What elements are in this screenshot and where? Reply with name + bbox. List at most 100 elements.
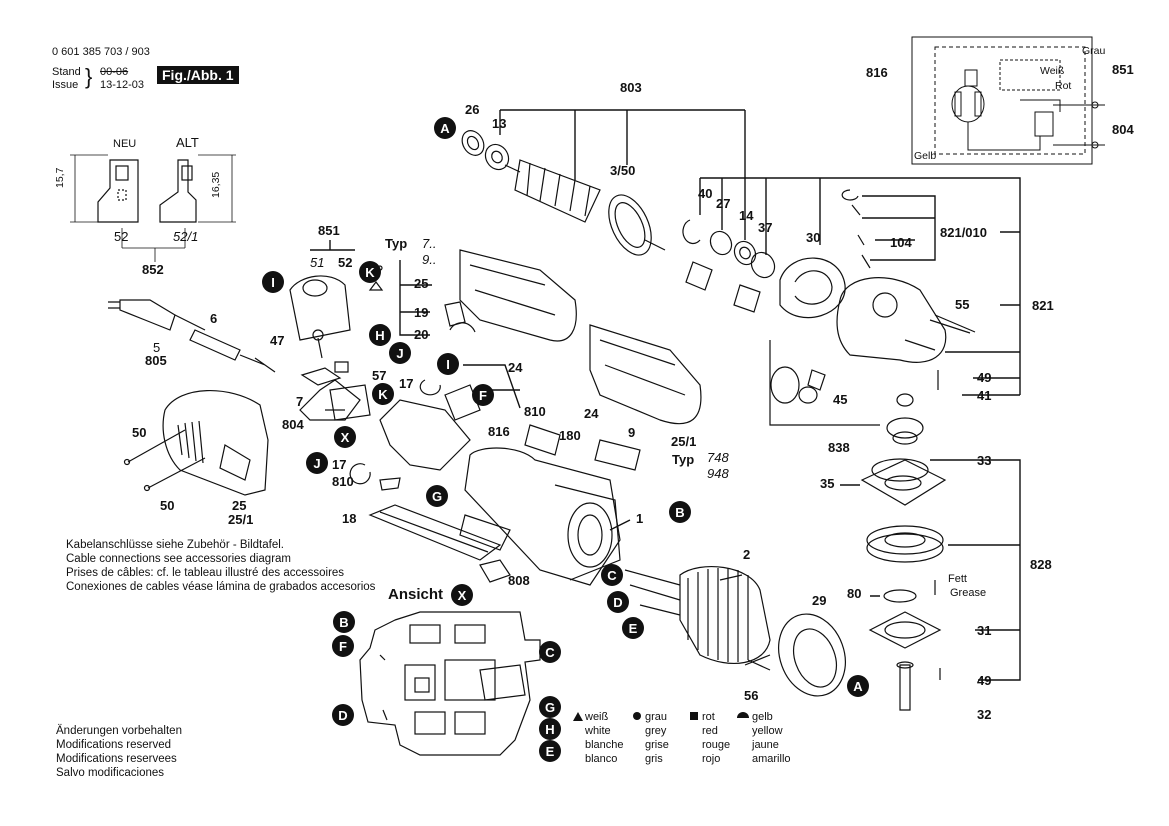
alt-label: ALT xyxy=(176,135,199,150)
part-80: 80 xyxy=(847,586,862,601)
part-852: 852 xyxy=(142,262,164,277)
part-26: 26 xyxy=(465,102,480,117)
dimension-lines xyxy=(70,154,236,262)
switch-parts-drawing xyxy=(300,265,384,421)
ansicht-label: Ansicht xyxy=(388,586,444,603)
part-49-bottom: 49 xyxy=(977,673,992,688)
svg-text:F: F xyxy=(339,639,347,654)
part-51: 51 xyxy=(310,255,325,270)
callout-d-x xyxy=(332,704,354,726)
part-821-010: 821/010 xyxy=(940,225,987,240)
part-851: 851 xyxy=(318,223,340,238)
part-40: 40 xyxy=(698,186,713,201)
wire-weiss: Weiß xyxy=(1040,65,1065,77)
part-803: 803 xyxy=(620,80,642,95)
part-804: 804 xyxy=(282,417,304,432)
cable-note: Kabelanschlüsse siehe Zubehör - Bildtafe… xyxy=(66,539,376,593)
typ-label-bottom: Typ xyxy=(672,452,695,467)
field-coil-drawing xyxy=(624,565,771,664)
part-27: 27 xyxy=(716,196,731,211)
callout-a-bottom xyxy=(847,675,869,697)
issue-label: Issue xyxy=(52,79,79,91)
callout-e-x xyxy=(539,740,561,762)
svg-text:X: X xyxy=(341,430,350,445)
typ-value-7: 7.. xyxy=(422,236,437,251)
part-2: 2 xyxy=(743,547,751,562)
typ-value-948: 948 xyxy=(707,466,729,481)
callout-c-x xyxy=(539,641,561,663)
gear-set-drawing xyxy=(769,340,924,445)
part-52-neu: 52 xyxy=(114,229,129,244)
part-5: 5 xyxy=(153,340,161,355)
part-30: 30 xyxy=(806,230,821,245)
legend-symbols xyxy=(573,712,749,721)
part-45: 45 xyxy=(833,392,848,407)
callout-g-center xyxy=(426,485,448,507)
callout-i-center xyxy=(437,353,459,375)
callout-c-right xyxy=(601,564,623,586)
callout-e-right xyxy=(622,617,644,639)
part-32: 32 xyxy=(977,707,992,722)
part-37: 37 xyxy=(758,220,773,235)
new-date: 13-12-03 xyxy=(100,79,145,91)
callout-x-ansicht xyxy=(451,584,473,606)
part-25: 25 xyxy=(414,276,429,291)
svg-text:G: G xyxy=(545,700,555,715)
callout-a-top xyxy=(434,117,456,139)
part-29: 29 xyxy=(812,593,827,608)
fan-guard-drawing xyxy=(744,613,846,697)
part-810-top: 810 xyxy=(524,404,546,419)
part-808: 808 xyxy=(508,573,530,588)
part-804-top: 804 xyxy=(1112,122,1134,137)
svg-text:D: D xyxy=(338,708,347,723)
brace: } xyxy=(85,64,93,89)
part-19: 19 xyxy=(414,305,429,320)
part-56: 56 xyxy=(744,688,759,703)
callout-d-right xyxy=(607,591,629,613)
part-47: 47 xyxy=(270,333,285,348)
callout-bubbles: A A B B C C D D E E F F G G H H I I J xyxy=(262,117,869,762)
part-810-bottom: 810 xyxy=(332,474,354,489)
svg-text:H: H xyxy=(375,328,384,343)
svg-text:K: K xyxy=(365,265,375,280)
part-25-bottom: 25 xyxy=(232,498,247,513)
neu-label: NEU xyxy=(113,138,137,150)
stand-label: Stand xyxy=(52,66,81,78)
typ-value-748: 748 xyxy=(707,450,729,465)
wire-rot: Rot xyxy=(1055,80,1072,92)
callout-k-left xyxy=(372,383,394,405)
modification-note: Änderungen vorbehalten Modifications res… xyxy=(56,725,182,779)
part-838: 838 xyxy=(828,440,850,455)
callout-f-center xyxy=(472,384,494,406)
callout-h-x xyxy=(539,718,561,740)
svg-text:X: X xyxy=(458,588,467,603)
callout-b-right xyxy=(669,501,691,523)
part-31: 31 xyxy=(977,623,992,638)
end-cover-drawing xyxy=(123,389,269,496)
svg-text:K: K xyxy=(378,387,388,402)
figure-label: Fig./Abb. 1 xyxy=(157,66,239,84)
armature-drawing xyxy=(461,130,666,256)
part-55: 55 xyxy=(955,297,970,312)
gear-housing-drawing xyxy=(836,189,971,363)
part-816: 816 xyxy=(488,424,510,439)
svg-text:C: C xyxy=(607,568,617,583)
part-180: 180 xyxy=(559,428,581,443)
part-24-top: 24 xyxy=(508,360,523,375)
part-20: 20 xyxy=(414,327,429,342)
svg-text:I: I xyxy=(446,357,450,372)
svg-text:J: J xyxy=(396,346,403,361)
part-816-top: 816 xyxy=(866,65,888,80)
wire-gelb: Gelb xyxy=(914,150,937,162)
callout-g-x xyxy=(539,696,561,718)
callout-j-switch xyxy=(389,342,411,364)
part-104: 104 xyxy=(890,235,912,250)
svg-text:C: C xyxy=(545,645,555,660)
svg-text:I: I xyxy=(271,275,275,290)
housing-halves-drawing xyxy=(444,249,702,425)
old-date: 00-06 xyxy=(100,66,129,78)
svg-text:J: J xyxy=(313,456,320,471)
flange-parts-drawing xyxy=(860,458,947,711)
svg-text:A: A xyxy=(440,121,450,136)
